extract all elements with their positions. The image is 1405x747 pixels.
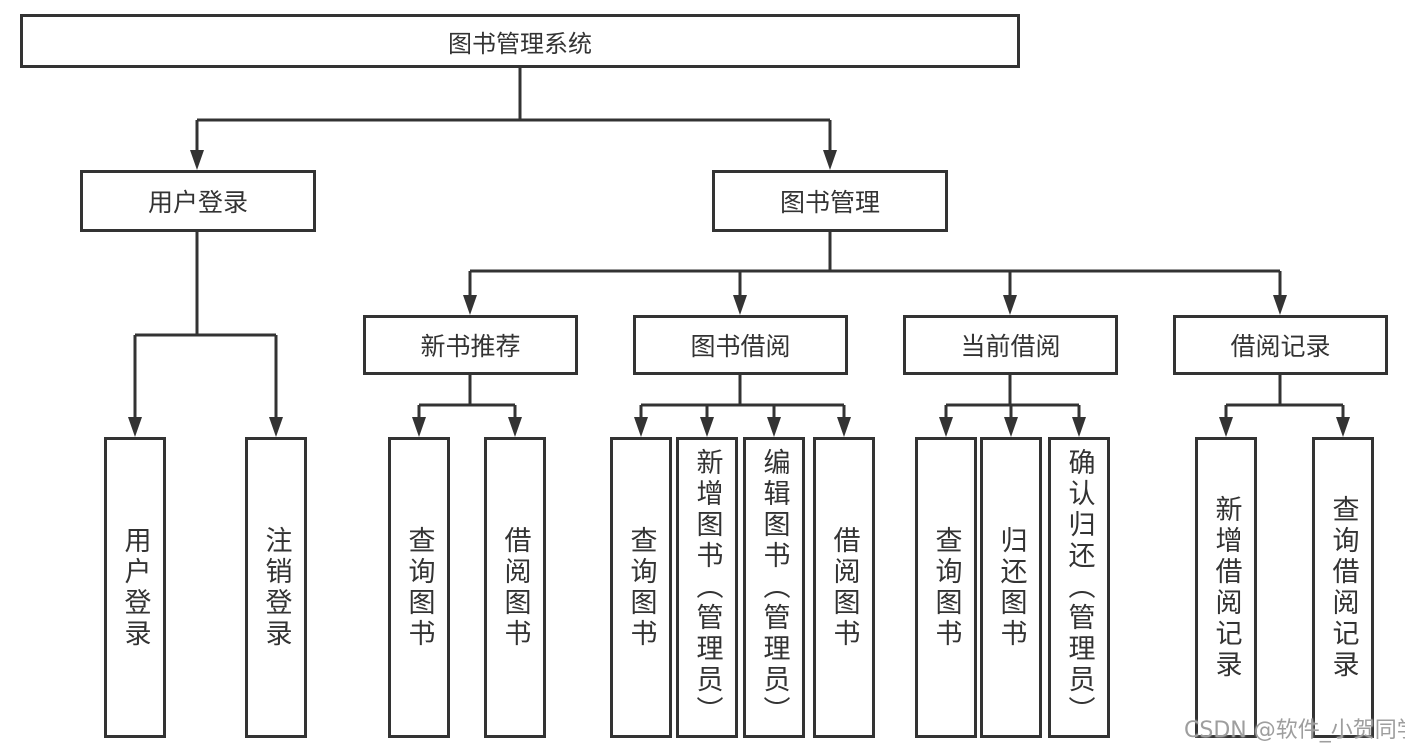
node-leaf-edit-books-admin: 编辑图书（管理员）: [743, 437, 805, 738]
node-leaf-user-login-label: 用户登录: [119, 525, 151, 650]
node-book-management: 图书管理: [712, 170, 948, 232]
node-leaf-borrow-books-1-label: 借阅图书: [499, 525, 531, 650]
node-user-login: 用户登录: [80, 170, 316, 232]
node-book-borrowing-label: 图书借阅: [690, 332, 791, 361]
node-leaf-borrow-books-1: 借阅图书: [484, 437, 546, 738]
node-leaf-query-books-1-label: 查询图书: [403, 525, 435, 650]
node-leaf-edit-books-admin-label: 编辑图书（管理员）: [758, 448, 790, 727]
node-root-system: 图书管理系统: [20, 14, 1020, 68]
node-leaf-confirm-return-admin: 确认归还（管理员）: [1048, 437, 1110, 738]
node-leaf-user-login: 用户登录: [104, 437, 166, 738]
node-user-login-label: 用户登录: [147, 188, 248, 217]
node-leaf-borrow-books-2-label: 借阅图书: [828, 525, 860, 650]
node-leaf-logout-label: 注销登录: [260, 525, 292, 650]
node-new-book-recommendation-label: 新书推荐: [420, 332, 521, 361]
node-borrowing-records: 借阅记录: [1173, 315, 1388, 375]
node-leaf-query-borrow-record-label: 查询借阅记录: [1327, 494, 1359, 681]
node-leaf-query-borrow-record: 查询借阅记录: [1312, 437, 1374, 738]
node-book-borrowing: 图书借阅: [633, 315, 848, 375]
node-leaf-add-books-admin-label: 新增图书（管理员）: [691, 448, 723, 727]
node-leaf-borrow-books-2: 借阅图书: [813, 437, 875, 738]
node-leaf-logout: 注销登录: [245, 437, 307, 738]
node-leaf-query-books-2-label: 查询图书: [625, 525, 657, 650]
node-new-book-recommendation: 新书推荐: [363, 315, 578, 375]
node-book-management-label: 图书管理: [779, 188, 880, 217]
node-leaf-confirm-return-admin-label: 确认归还（管理员）: [1063, 448, 1095, 727]
node-leaf-query-books-1: 查询图书: [388, 437, 450, 738]
node-leaf-return-books: 归还图书: [980, 437, 1042, 738]
node-leaf-query-books-2: 查询图书: [610, 437, 672, 738]
watermark: CSDN @软件_小贺同学: [1184, 718, 1405, 743]
node-leaf-add-borrow-record: 新增借阅记录: [1195, 437, 1257, 738]
node-current-borrowing: 当前借阅: [903, 315, 1118, 375]
node-current-borrowing-label: 当前借阅: [960, 332, 1061, 361]
node-leaf-add-books-admin: 新增图书（管理员）: [676, 437, 738, 738]
node-root-system-label: 图书管理系统: [448, 29, 592, 58]
node-leaf-add-borrow-record-label: 新增借阅记录: [1210, 494, 1242, 681]
node-leaf-query-books-3-label: 查询图书: [930, 525, 962, 650]
node-leaf-return-books-label: 归还图书: [995, 525, 1027, 650]
node-leaf-query-books-3: 查询图书: [915, 437, 977, 738]
node-borrowing-records-label: 借阅记录: [1230, 332, 1331, 361]
